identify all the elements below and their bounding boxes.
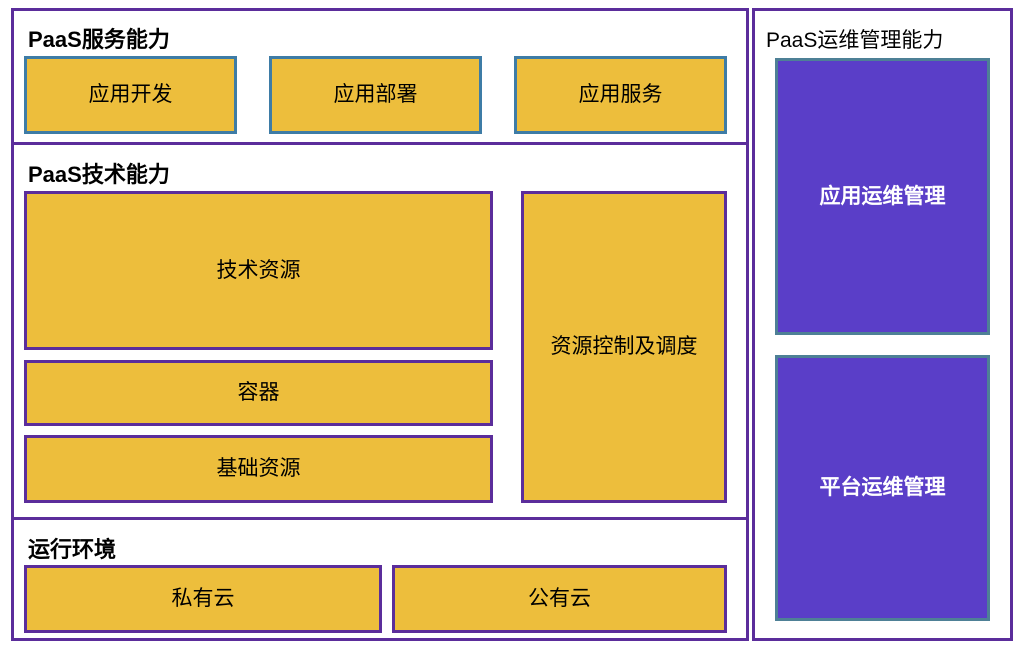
right-panel: PaaS运维管理能力 应用运维管理 平台运维管理	[752, 8, 1013, 641]
box-technical-resources[interactable]: 技术资源	[24, 191, 493, 350]
box-resource-control-and-scheduling[interactable]: 资源控制及调度	[521, 191, 727, 503]
box-label: 平台运维管理	[819, 476, 946, 500]
box-infrastructure-resources[interactable]: 基础资源	[24, 435, 493, 503]
divider-technology-runtime	[14, 517, 746, 520]
box-label: 应用服务	[578, 83, 663, 107]
box-label: 技术资源	[216, 258, 301, 282]
section-title-runtime-environment: 运行环境	[28, 537, 117, 562]
box-application-development[interactable]: 应用开发	[24, 56, 237, 134]
box-application-deployment[interactable]: 应用部署	[269, 56, 482, 134]
box-label: 资源控制及调度	[550, 335, 698, 359]
section-title-paas-service-capability: PaaS服务能力	[28, 27, 170, 52]
box-label: 应用运维管理	[819, 184, 946, 208]
left-panel: PaaS服务能力 应用开发 应用部署 应用服务 PaaS技术能力 技术资源 容器…	[11, 8, 749, 641]
box-label: 私有云	[171, 587, 235, 611]
box-container[interactable]: 容器	[24, 360, 493, 426]
divider-service-technology	[14, 142, 746, 145]
box-application-service[interactable]: 应用服务	[514, 56, 727, 134]
box-private-cloud[interactable]: 私有云	[24, 565, 382, 633]
box-label: 基础资源	[216, 457, 301, 481]
box-platform-operations-management[interactable]: 平台运维管理	[775, 355, 990, 621]
box-application-operations-management[interactable]: 应用运维管理	[775, 58, 990, 335]
box-public-cloud[interactable]: 公有云	[392, 565, 727, 633]
box-label: 容器	[237, 381, 280, 405]
box-label: 应用部署	[333, 83, 418, 107]
section-title-paas-technology-capability: PaaS技术能力	[28, 162, 170, 187]
box-label: 公有云	[528, 587, 591, 611]
section-title-paas-operations-management-capability: PaaS运维管理能力	[766, 29, 944, 52]
box-label: 应用开发	[88, 83, 173, 107]
